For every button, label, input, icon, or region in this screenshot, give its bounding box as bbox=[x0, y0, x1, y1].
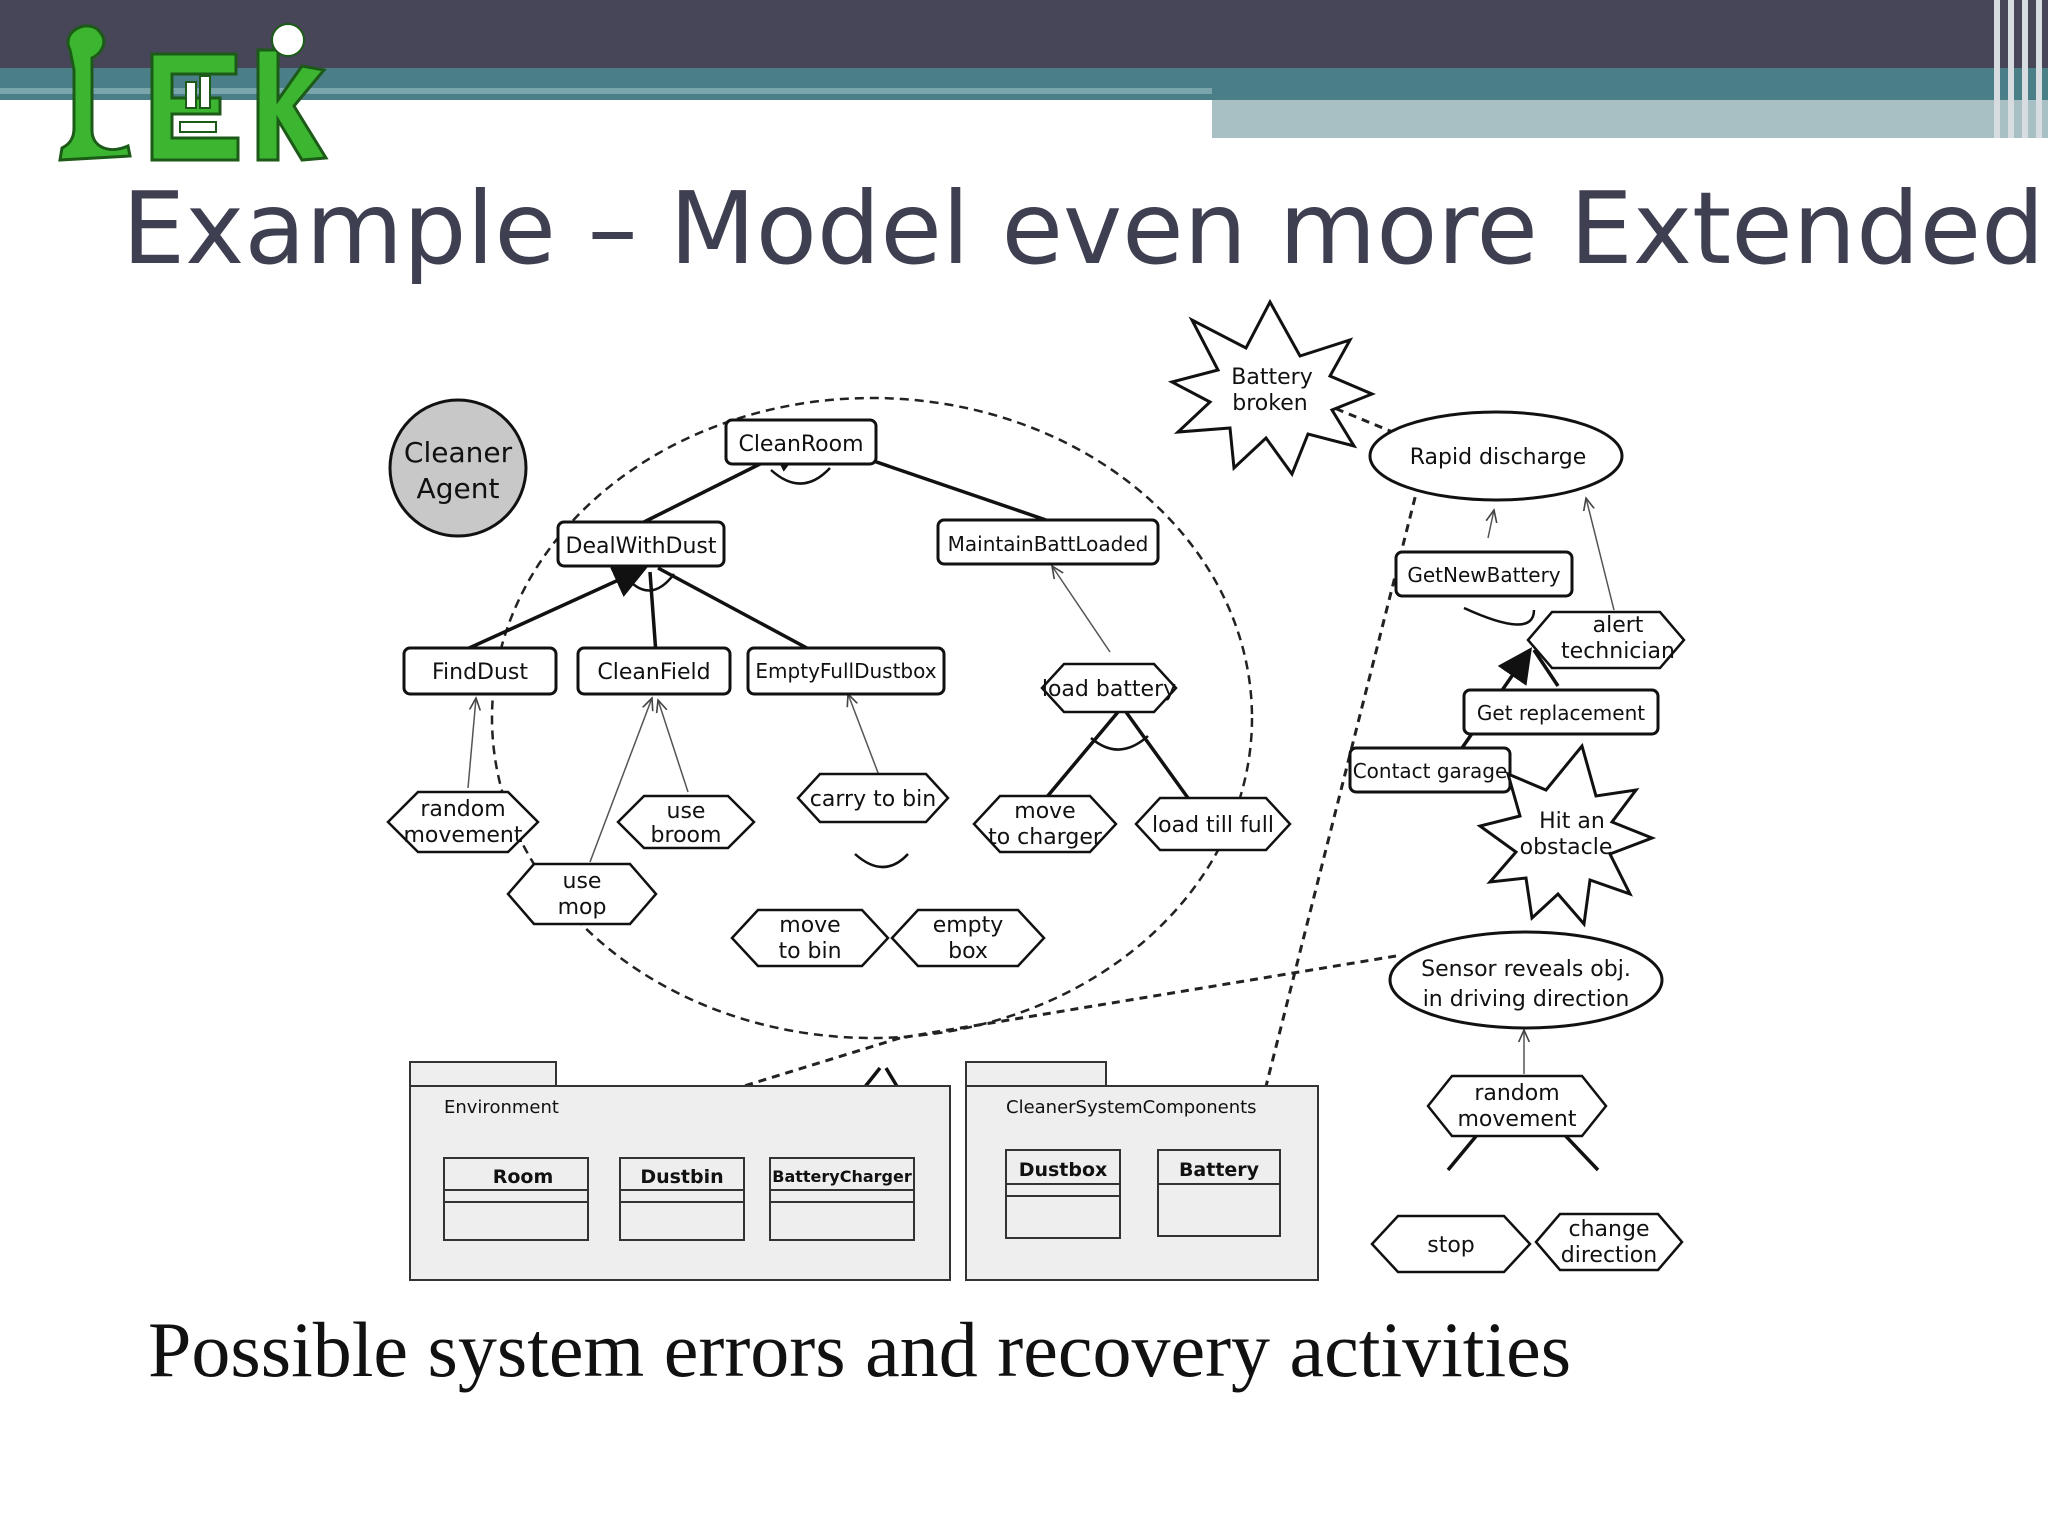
header-dark-bar bbox=[0, 0, 2048, 68]
task-use-mop-l1: use bbox=[563, 869, 602, 894]
task-alert-technician-l1: alert bbox=[1593, 613, 1644, 638]
task-move-to-charger-l2: to charger bbox=[988, 825, 1103, 850]
task-move-to-bin-l2: to bin bbox=[778, 939, 841, 964]
slide-caption: Possible system errors and recovery acti… bbox=[148, 1306, 1572, 1393]
task-use-mop-l2: mop bbox=[558, 895, 607, 920]
header-stripes bbox=[1988, 0, 2048, 138]
class-dustbin: Dustbin bbox=[640, 1166, 723, 1188]
header-teal-bar bbox=[0, 68, 2048, 100]
header-light-bar bbox=[1212, 100, 2048, 138]
means-end-links bbox=[467, 498, 1615, 1074]
agent-boundary bbox=[490, 396, 1254, 1040]
error-hit-obstacle-l1: Hit an bbox=[1539, 809, 1605, 834]
package-cleaner-components: CleanerSystemComponents Dustbox Battery bbox=[965, 1061, 1319, 1281]
situation-sensor-l2: in driving direction bbox=[1423, 987, 1630, 1012]
situation-ellipses bbox=[1368, 410, 1664, 1030]
task-random-movement2-l1: random bbox=[1474, 1081, 1559, 1106]
package-environment: Environment Room Dustbin BatteryCharger bbox=[409, 1061, 951, 1281]
error-starbursts bbox=[1167, 298, 1657, 928]
package-cleaner-components-name: CleanerSystemComponents bbox=[1006, 1097, 1257, 1118]
task-stop: stop bbox=[1427, 1233, 1475, 1258]
agent-label-line1: Cleaner bbox=[404, 436, 513, 469]
class-room: Room bbox=[493, 1166, 554, 1188]
situation-rapid-discharge: Rapid discharge bbox=[1410, 445, 1587, 470]
goal-getreplacement: Get replacement bbox=[1477, 701, 1645, 725]
goal-emptyfulldustbox: EmptyFullDustbox bbox=[755, 659, 936, 683]
situation-sensor-l1: Sensor reveals obj. bbox=[1421, 957, 1631, 982]
task-change-direction-l2: direction bbox=[1561, 1243, 1657, 1268]
gek-logo bbox=[58, 23, 329, 162]
slide-title: Example – Model even more Extended bbox=[122, 170, 2045, 287]
goal-dealwithdust: DealWithDust bbox=[566, 534, 717, 559]
task-load-battery: load battery bbox=[1042, 677, 1176, 702]
goal-cleanroom: CleanRoom bbox=[738, 432, 863, 457]
task-random-movement-l2: movement bbox=[404, 823, 523, 848]
task-random-movement-l1: random bbox=[420, 797, 505, 822]
task-change-direction-l1: change bbox=[1569, 1217, 1650, 1242]
task-carry-to-bin: carry to bin bbox=[810, 787, 936, 812]
class-dustbox: Dustbox bbox=[1019, 1159, 1108, 1181]
goal-getnewbattery: GetNewBattery bbox=[1407, 563, 1560, 587]
cleaner-agent: Cleaner Agent bbox=[388, 398, 528, 538]
goal-maintainbattloaded: MaintainBattLoaded bbox=[948, 532, 1149, 556]
agent-label-line2: Agent bbox=[417, 472, 500, 505]
goal-finddust: FindDust bbox=[432, 660, 528, 685]
task-load-till-full: load till full bbox=[1152, 813, 1274, 838]
task-empty-box-l2: box bbox=[948, 939, 988, 964]
goal-cleanfield: CleanField bbox=[597, 660, 710, 685]
task-use-broom-l1: use bbox=[667, 799, 706, 824]
error-hit-obstacle-l2: obstacle bbox=[1520, 835, 1613, 860]
goal-contactgarage: Contact garage bbox=[1353, 759, 1508, 783]
class-battery: Battery bbox=[1179, 1159, 1260, 1181]
class-batterycharger: BatteryCharger bbox=[772, 1167, 912, 1186]
header-accent-line bbox=[0, 88, 1212, 94]
goal-model-diagram: Cleaner Agent CleanRoom DealWithDust Mai… bbox=[386, 298, 1686, 1281]
package-environment-name: Environment bbox=[444, 1097, 559, 1118]
task-alert-technician-l2: technician bbox=[1561, 639, 1675, 664]
task-hexagons bbox=[386, 610, 1686, 1274]
error-battery-broken-l1: Battery bbox=[1231, 365, 1312, 390]
task-move-to-bin-l1: move bbox=[779, 913, 840, 938]
task-use-broom-l2: broom bbox=[651, 823, 722, 848]
task-empty-box-l1: empty bbox=[933, 913, 1004, 938]
task-random-movement2-l2: movement bbox=[1458, 1107, 1577, 1132]
goal-boxes bbox=[402, 418, 1660, 794]
error-battery-broken-l2: broken bbox=[1232, 391, 1307, 416]
task-move-to-charger-l1: move bbox=[1014, 799, 1075, 824]
